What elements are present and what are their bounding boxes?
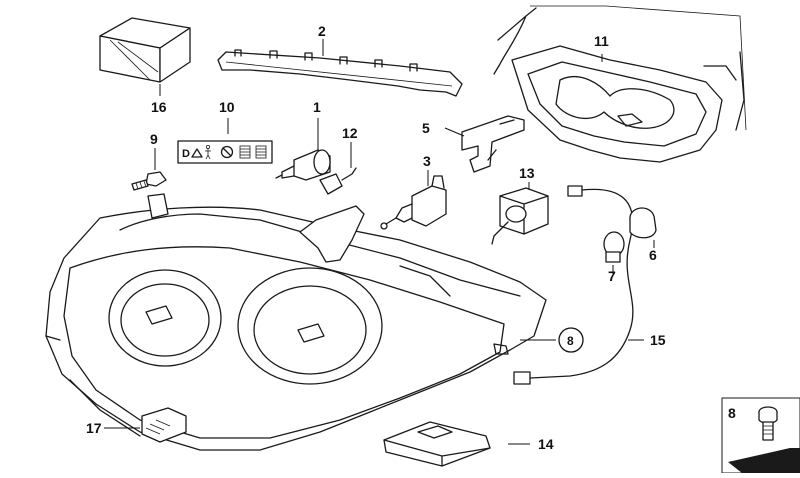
callout-6: 6 (649, 247, 657, 263)
inset-part-8 (721, 397, 800, 474)
callout-3: 3 (423, 153, 431, 169)
part-13-igniter (491, 187, 549, 245)
callout-8-inset: 8 (728, 405, 736, 421)
callout-5: 5 (422, 120, 430, 136)
callout-7: 7 (608, 268, 616, 284)
callout-13: 13 (519, 165, 535, 181)
callout-8-circle-ring (558, 327, 584, 353)
callout-12: 12 (342, 125, 358, 141)
part-2-bracket (217, 49, 463, 97)
part-5-bracket (461, 115, 525, 173)
part-15-cable (513, 185, 634, 385)
part-11-housing (493, 5, 747, 163)
callout-11: 11 (594, 33, 609, 49)
part-16-box (99, 17, 191, 83)
part-1-xenon-bulb (275, 149, 331, 181)
part-3-socket (380, 175, 447, 230)
part-10-warning-label: D (177, 140, 273, 164)
part-17-control-module (141, 407, 187, 443)
part-14-ballast (383, 421, 491, 467)
callout-15: 15 (650, 332, 666, 348)
part-7-bulb (603, 231, 625, 263)
headlight-assembly (45, 193, 547, 451)
part-6-socket (629, 207, 657, 239)
leader-lines (104, 39, 655, 445)
part-12-small-bulb (319, 167, 357, 195)
callout-17: 17 (86, 420, 102, 436)
callout-8-circle: 8 (567, 334, 574, 348)
callout-9: 9 (150, 131, 158, 147)
callout-1: 1 (313, 99, 321, 115)
callout-10: 10 (219, 99, 235, 115)
callout-numbers: 2 11 16 10 1 5 9 12 3 13 6 7 8 15 17 14 … (86, 23, 736, 452)
part-9-bolt (131, 171, 167, 191)
callout-2: 2 (318, 23, 326, 39)
warning-label-prefix: D (182, 148, 190, 160)
callout-14: 14 (538, 436, 554, 452)
callout-16: 16 (151, 99, 167, 115)
